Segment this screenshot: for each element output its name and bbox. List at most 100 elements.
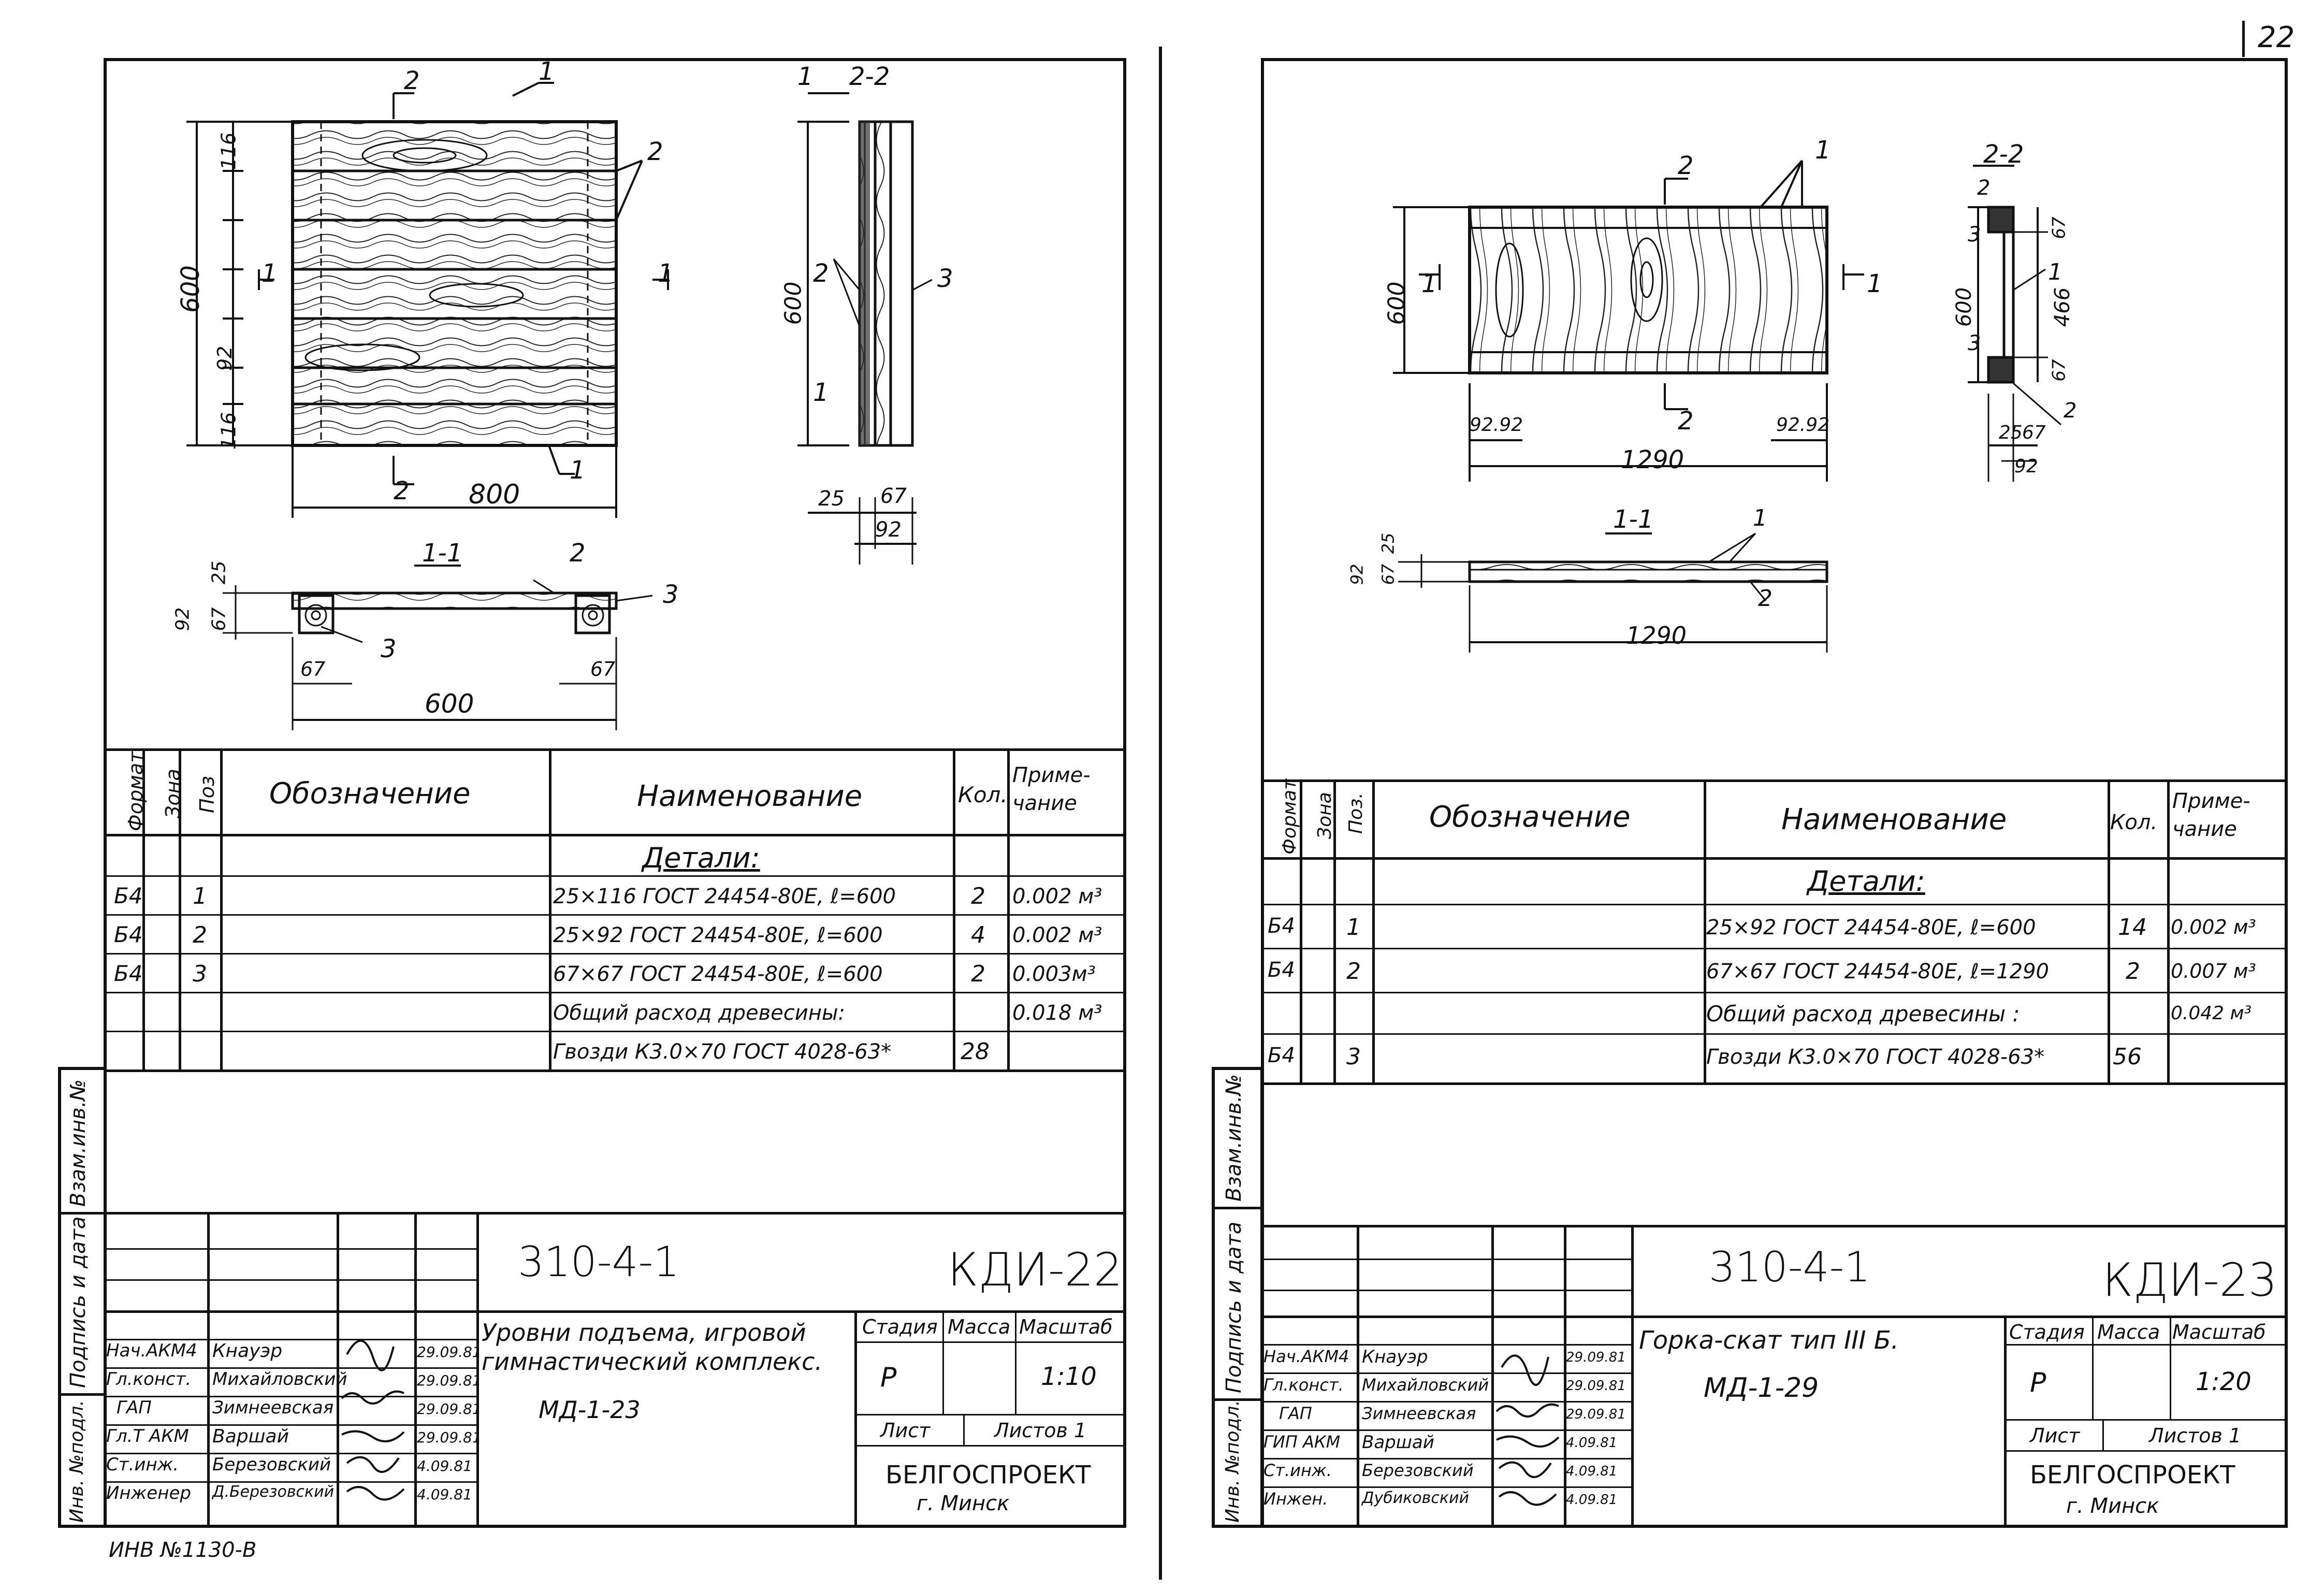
cut-mark-2-top: 2 [1678,151,1694,180]
stage-label: Стадия [862,1316,938,1338]
front-dimensions [186,82,669,518]
section-1-1-dim-600: 600 [425,689,474,719]
section-2-2 [797,92,933,565]
section-2-2-pos-1-bottom: 1 [813,378,829,407]
cut-mark-1-right: 1 [1867,269,1883,298]
dim-92-92-left: 92.92 [1470,414,1523,436]
mass-label: Масса [2097,1321,2160,1343]
callout-pos-1-top: 1 [1815,136,1831,165]
section-2-2-dim-67: 67 [2022,422,2046,443]
section-2-2-pos-3-top: 3 [1968,223,1981,247]
cut-mark-2-top: 2 [404,66,420,95]
dim-92-92-right: 92.92 [1776,414,1830,436]
doc-number: 310-4-1 [1709,1243,1871,1291]
section-1-1-title: 1-1 [422,539,463,568]
header-note: Приме- чание [2172,789,2250,841]
header-name: Наименование [1781,803,2007,836]
section-2-2-dim-25: 25 [818,487,845,511]
sheet-code: КДИ-22 [948,1243,1123,1296]
sheet-label: Лист [2030,1424,2080,1447]
section-1-1-pos-1: 1 [1753,505,1767,531]
sheets-count: Листов 1 [994,1419,1087,1442]
callout-pos-1-bottom: 1 [570,456,586,485]
sheet-mark: МД-1-23 [539,1396,641,1424]
header-qty: Кол. [958,782,1008,807]
section-1-1-pos-2: 2 [570,539,586,568]
front-view-panel [291,120,618,447]
stage-value: Р [880,1362,897,1393]
cut-mark-1-left: 1 [1421,269,1437,298]
scale-value: 1:10 [1041,1362,1097,1391]
section-1-1-pos-3-left: 3 [381,634,397,663]
section-2-2-dim-92: 92 [2014,456,2038,477]
page-number: 22 [2258,21,2295,54]
right-drawings [1393,160,2061,653]
section-2-2-dim-67: 67 [880,484,907,508]
section-1-1-title: 1-1 [1613,505,1654,534]
center-divider [1159,47,1162,1580]
cut-mark-1-left: 1 [262,259,278,288]
section-1-1-pos-2: 2 [1758,585,1773,612]
front-view-panel [1468,206,1828,374]
stage-label: Стадия [2009,1321,2085,1343]
header-name: Наименование [637,779,863,813]
sheet-code: КДИ-23 [2102,1253,2277,1307]
header-qty: Кол. [2110,811,2158,834]
section-1-1-dim-67-left: 67 [300,658,326,681]
left-drawings [186,82,933,730]
section-2-2-pos-2: 2 [813,259,829,288]
section-2-2 [1968,165,2061,482]
archive-stamp: ИНВ №1130-В [109,1538,257,1562]
dim-1290: 1290 [1621,445,1684,474]
section-2-2-pos-3-bottom: 3 [1968,331,1981,355]
sheet-frame [1261,58,2288,1528]
section-2-2-pos-3: 3 [937,264,953,293]
header-note: Приме- чание [1012,763,1091,815]
section-2-2-pos-2-top: 2 [1977,176,1991,200]
stage-value: Р [2030,1367,2046,1398]
cut-mark-2-bottom: 2 [394,476,410,505]
section-2-2-dim-25: 25 [1999,422,2023,443]
sheet-title: Горка-скат тип III Б. [1639,1326,1899,1355]
section-1-1-pos-3-right: 3 [663,580,679,609]
section-2-2-pos-1: 1 [2048,259,2062,285]
front-dimensions [1393,160,1864,482]
section-1-1 [1398,532,1828,653]
sidebar-strip [58,1067,107,1528]
section-2-2-pos-2-bottom: 2 [2064,399,2077,423]
cut-mark-1-right: 1 [658,259,674,288]
sheet-frame [104,58,1126,1528]
mass-label: Масса [948,1316,1011,1338]
dim-800: 800 [469,479,520,510]
doc-number: 310-4-1 [518,1238,680,1286]
signature-scribbles [341,1339,405,1501]
sheet-label: Лист [880,1419,931,1442]
org-city: г. Минск [2066,1494,2159,1518]
section-2-2-title: 2-2 [849,62,890,91]
cut-mark-2-bottom: 2 [1678,407,1694,436]
sheet-title: Уровни подъема, игровой гимнастический к… [482,1319,823,1376]
section-2-2-title: 2-2 [1983,140,2024,169]
section-1-1 [223,565,653,730]
sheet-mark: МД-1-29 [1704,1372,1819,1404]
section-title: Детали: [1807,865,1925,898]
sheets-count: Листов 1 [2149,1424,2242,1447]
callout-pos-2-right: 2 [647,137,663,166]
section-2-2-pos-1-top: 1 [797,62,814,91]
org-name: БЕЛГОСПРОЕКТ [885,1461,1091,1490]
callout-pos-1-top: 1 [539,57,555,86]
org-city: г. Минск [917,1492,1010,1515]
scale-value: 1:20 [2196,1367,2252,1396]
sidebar-strip [1212,1067,1263,1528]
scale-label: Масштаб [1019,1316,1113,1338]
section-title: Детали: [642,842,760,874]
section-1-1-dim-67-right: 67 [590,658,616,681]
header-designation: Обозначение [269,777,471,811]
org-name: БЕЛГОСПРОЕКТ [2030,1461,2235,1490]
section-2-2-dim-92: 92 [875,518,902,542]
scale-label: Масштаб [2172,1321,2266,1343]
section-1-1-dim-1290: 1290 [1626,621,1687,649]
page-number-tick [2242,21,2245,57]
